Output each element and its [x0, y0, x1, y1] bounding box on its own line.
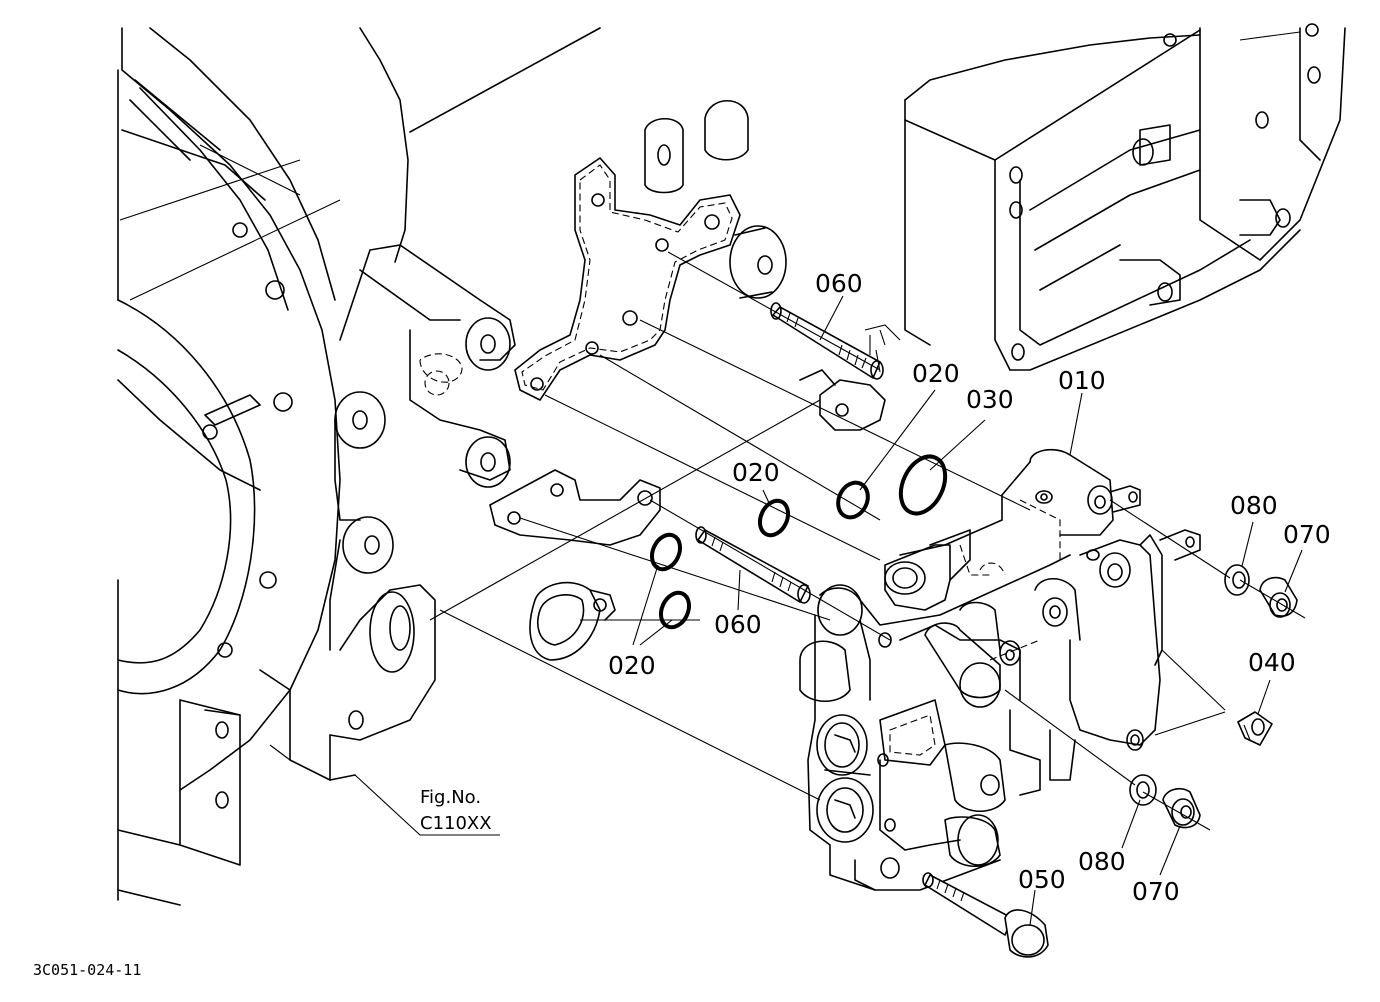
valve-bracket [799, 369, 886, 431]
assembly-guide-lines [429, 251, 1306, 831]
spacer-washer [729, 225, 787, 299]
callout-020-lower: 020 [608, 651, 656, 680]
o-ring-020-middle [757, 498, 791, 538]
o-ring-020-left-lower [658, 590, 692, 630]
nut-070-upper [1259, 576, 1298, 618]
transmission-housing-left [117, 27, 601, 906]
callout-070-lower: 070 [1132, 877, 1180, 906]
nut-070-lower [1162, 788, 1201, 829]
figure-reference: Fig.No. C110XX [420, 787, 492, 834]
callout-050: 050 [1018, 865, 1066, 894]
callout-070-upper: 070 [1283, 520, 1331, 549]
reference-line-1: Fig.No. [420, 787, 481, 808]
washer-080-lower [1129, 774, 1157, 806]
o-rings [649, 454, 948, 630]
callout-040: 040 [1248, 648, 1296, 677]
figure-code: 3C051-024-11 [33, 961, 141, 979]
callout-010: 010 [1058, 366, 1106, 395]
callout-labels: 060 020 010 030 020 080 070 060 020 040 … [608, 269, 1331, 906]
lower-bracket-plate [489, 469, 661, 661]
callout-060-upper: 060 [815, 269, 863, 298]
o-ring-020-left-upper [649, 532, 683, 572]
o-ring-020-upper [836, 480, 870, 520]
stud-bolt-lower [695, 526, 811, 604]
reference-line-2: C110XX [420, 813, 492, 834]
transmission-housing-right [904, 23, 1346, 371]
o-ring-030 [898, 454, 948, 516]
callout-030: 030 [966, 385, 1014, 414]
callout-080-lower: 080 [1078, 847, 1126, 876]
housing-center-bosses [259, 244, 516, 781]
plug-040 [1237, 711, 1273, 746]
gasket-plate [514, 99, 749, 401]
callout-020-upper: 020 [912, 359, 960, 388]
callout-020-middle: 020 [732, 458, 780, 487]
washer-080-upper [1224, 564, 1250, 596]
callout-leaders [354, 295, 1303, 926]
bolt-050 [922, 872, 1049, 958]
callout-080-upper: 080 [1230, 491, 1278, 520]
callout-060-lower: 060 [714, 610, 762, 639]
control-valve-assembly [799, 448, 1201, 891]
